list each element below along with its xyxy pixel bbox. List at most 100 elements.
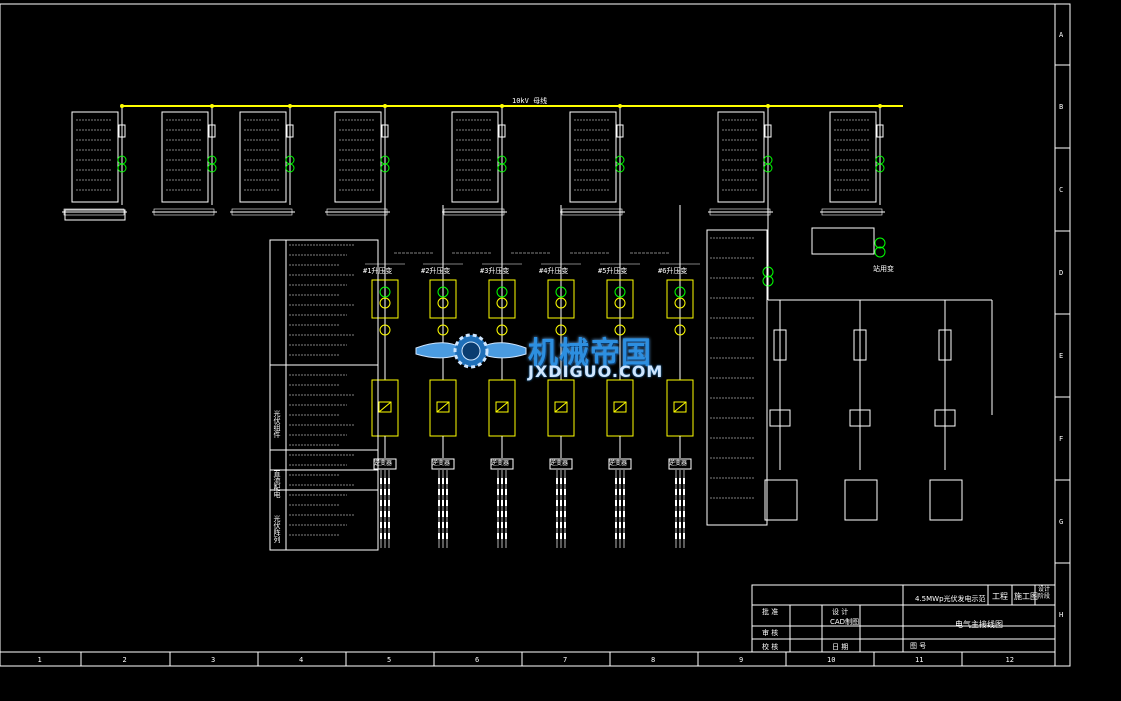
pv-panel-mark [505,522,507,528]
box-transformer-label: #6升压变 [658,267,688,275]
combiner-box [490,458,514,470]
frame-column-label: 7 [563,656,568,664]
frame-row-label: H [1059,610,1064,619]
busbar-node [766,104,770,108]
feeder-spec-box [829,111,877,203]
role-label-design: 设 计 [832,608,849,616]
pv-panel-mark [683,500,685,506]
pv-panel-mark [438,533,440,539]
transformer-winding [496,286,508,298]
inverter-outline [488,379,516,437]
frame-column-label: 3 [211,656,216,664]
ct-symbol [497,163,507,173]
frame-row-label: C [1059,185,1064,194]
pv-panel-mark [505,478,507,484]
pv-panel-mark [505,500,507,506]
inverter-label: 逆变器 [432,460,451,467]
breaker-symbol [286,124,294,138]
frame-column-label: 12 [1005,656,1014,664]
pv-panel-mark [442,500,444,506]
frame-column-label: 8 [651,656,656,664]
inverter-symbol [673,401,687,413]
transformer-winding [555,286,567,298]
pv-panel-mark [623,500,625,506]
transformer-winding [496,324,508,336]
pv-panel-mark [438,500,440,506]
busbar-node [618,104,622,108]
transformer-winding [555,297,567,309]
pv-panel-mark [679,489,681,495]
equipment-spec-table [269,239,379,551]
watermark-brand: 机械帝国 [528,336,652,371]
transformer-winding [614,286,626,298]
grounding-transformer [874,246,886,258]
pv-panel-mark [446,478,448,484]
pv-panel-mark [380,489,382,495]
pv-panel-mark [446,500,448,506]
pv-panel-mark [556,478,558,484]
frame-column-label: 10 [827,656,836,664]
pv-panel-mark [560,511,562,517]
pv-panel-mark [564,511,566,517]
pv-panel-mark [560,500,562,506]
feeder-spec-box [334,111,382,203]
breaker-symbol [498,124,506,138]
grounding-spec-box [811,227,875,255]
pv-panel-mark [675,500,677,506]
feeder-cable-box [64,209,126,221]
busbar-node [383,104,387,108]
pv-panel-mark [615,500,617,506]
pv-panel-mark [556,522,558,528]
pv-panel-mark [446,511,448,517]
cable-label-box [63,208,125,216]
frame-column-label: 6 [475,656,480,664]
pv-panel-mark [683,478,685,484]
transformer-winding [437,286,449,298]
pv-panel-mark [679,533,681,539]
frame-column-label: 4 [299,656,304,664]
pv-panel-mark [388,511,390,517]
feeder-spec-box [161,111,209,203]
drawing-title: 电气主接线图 [955,620,1003,629]
feeder-spec-box [71,111,119,203]
role-label-date: 日 期 [832,643,849,651]
pv-panel-mark [560,522,562,528]
transformer-winding [674,286,686,298]
pv-panel-mark [438,478,440,484]
pv-panel-mark [564,522,566,528]
pv-panel-mark [384,489,386,495]
busbar-node [288,104,292,108]
pv-panel-mark [497,489,499,495]
lv-converter [844,479,878,521]
box-transformer-outline [666,279,694,319]
cable-label-box [231,208,293,216]
pv-panel-mark [446,533,448,539]
box-transformer-outline [606,279,634,319]
left-label-dc-distribution: 直流配电 [273,470,281,498]
lv-breaker [773,329,787,361]
role-label-cad: CAD制图 [830,618,860,626]
frame-row-label: A [1059,30,1064,39]
pv-panel-mark [683,533,685,539]
pv-panel-mark [501,511,503,517]
inverter-label: 逆变器 [374,460,393,467]
pv-panel-mark [501,522,503,528]
title-stage: 施工图 [1014,592,1038,601]
title-engineering: 工程 [992,592,1008,601]
inverter-diagonal [554,401,568,413]
combiner-box [549,458,573,470]
pv-panel-mark [679,500,681,506]
pv-panel-mark [564,489,566,495]
inverter-diagonal [495,401,509,413]
lv-converter [929,479,963,521]
frame-column-label: 2 [122,656,127,664]
pv-panel-mark [615,489,617,495]
lv-breaker [853,329,867,361]
pv-panel-mark [623,533,625,539]
pv-panel-mark [501,478,503,484]
pv-panel-mark [497,533,499,539]
box-transformer-label: #3升压变 [480,267,510,275]
lv-converter [764,479,798,521]
inverter-outline [666,379,694,437]
